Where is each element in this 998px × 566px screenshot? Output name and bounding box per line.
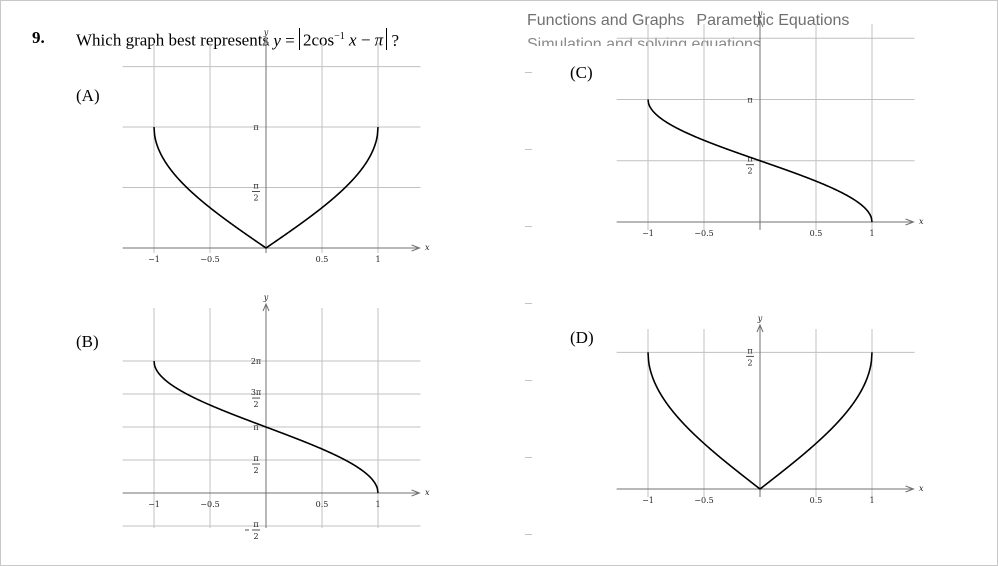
header-subtitle: Simulation and solving equations (527, 36, 761, 46)
x-axis-label: x (919, 484, 924, 493)
option-label-c[interactable]: (C) (570, 63, 593, 82)
question-number: 9. (32, 28, 45, 47)
tick-label-x: −1 (148, 255, 160, 264)
tick-label-x: −1 (642, 496, 654, 505)
fraction-numerator: π (253, 520, 258, 529)
tick-label-x: 1 (375, 500, 380, 509)
header-subtitle-clipped: Simulation and solving equations (527, 34, 767, 46)
fraction-denominator: 2 (253, 466, 258, 475)
option-label-d[interactable]: (D) (570, 328, 594, 347)
y-axis-label: y (757, 9, 763, 18)
fraction-denominator: 2 (253, 194, 258, 203)
tick-label-y-fraction: 3π2 (251, 388, 261, 409)
fraction-numerator: 3π (251, 388, 261, 397)
option-label-b[interactable]: (B) (76, 332, 99, 351)
x-axis-arrow (905, 218, 915, 226)
fraction-denominator: 2 (253, 400, 258, 409)
tick-label-x: 0.5 (316, 255, 329, 264)
y-axis-arrow (756, 323, 764, 333)
tick-label-x: 1 (869, 496, 874, 505)
function-curve (647, 352, 873, 491)
tick-label-y: π (253, 423, 258, 432)
function-curve (647, 99, 873, 223)
y-axis-label: y (263, 28, 269, 37)
x-axis-label: x (919, 217, 924, 226)
tick-label-x: 1 (375, 255, 380, 264)
function-curve (153, 360, 379, 494)
y-axis-arrow (262, 37, 270, 47)
question-prompt: Which graph best represents (76, 30, 270, 50)
tick-label-x: −0.5 (694, 496, 713, 505)
function-curve (153, 126, 379, 249)
fraction-numerator: π (747, 346, 752, 355)
margin-mark (525, 303, 532, 304)
fraction-denominator: 2 (747, 167, 752, 176)
question-text: Which graph best represents y = 2cos−1 x… (76, 28, 399, 51)
question-equation: y = 2cos−1 x − π ? (273, 28, 399, 50)
x-axis-arrow (411, 489, 421, 497)
x-axis-label: x (425, 243, 430, 252)
fraction-denominator: 2 (253, 532, 258, 541)
tick-label-x: 0.5 (810, 229, 823, 238)
margin-mark (525, 72, 532, 73)
y-axis-arrow (756, 18, 764, 28)
margin-mark (525, 457, 532, 458)
tick-label-x: −1 (642, 229, 654, 238)
tick-label-y: π (253, 123, 258, 132)
y-axis-label: y (757, 314, 763, 323)
x-axis-arrow (411, 244, 421, 252)
slide-header: Functions and Graphs Parametric Equations (527, 12, 849, 30)
tick-label-x: 0.5 (316, 500, 329, 509)
margin-mark (525, 226, 532, 227)
fraction-numerator: π (747, 155, 752, 164)
fraction-numerator: π (253, 454, 258, 463)
tick-label-x: −0.5 (200, 500, 219, 509)
margin-mark (525, 149, 532, 150)
fraction-numerator: π (253, 182, 258, 191)
tick-label-x: 0.5 (810, 496, 823, 505)
tick-label-x: −1 (148, 500, 160, 509)
tick-label-y-fraction: π2 (746, 155, 754, 176)
y-axis-arrow (262, 302, 270, 312)
header-title-left: Functions and Graphs (527, 12, 685, 29)
x-axis-arrow (905, 485, 915, 493)
tick-label-y-fraction: π2 (746, 346, 754, 367)
tick-label-x: −0.5 (694, 229, 713, 238)
tick-label-y-fraction: π2 (252, 454, 260, 475)
fraction-denominator: 2 (747, 358, 752, 367)
margin-mark (525, 534, 532, 535)
y-axis-label: y (263, 293, 269, 302)
tick-label-x: 1 (869, 229, 874, 238)
margin-mark (525, 380, 532, 381)
tick-label-y-fraction: π2 (252, 182, 260, 203)
header-title-right: Parametric Equations (696, 12, 850, 29)
tick-label-y: π (747, 95, 752, 104)
tick-label-x: −0.5 (200, 255, 219, 264)
x-axis-label: x (425, 488, 430, 497)
tick-label-y-fraction: π2 (245, 520, 260, 541)
tick-label-y: 2π (251, 357, 261, 366)
option-label-a[interactable]: (A) (76, 86, 100, 105)
absolute-value: 2cos−1 x − π (298, 28, 388, 50)
